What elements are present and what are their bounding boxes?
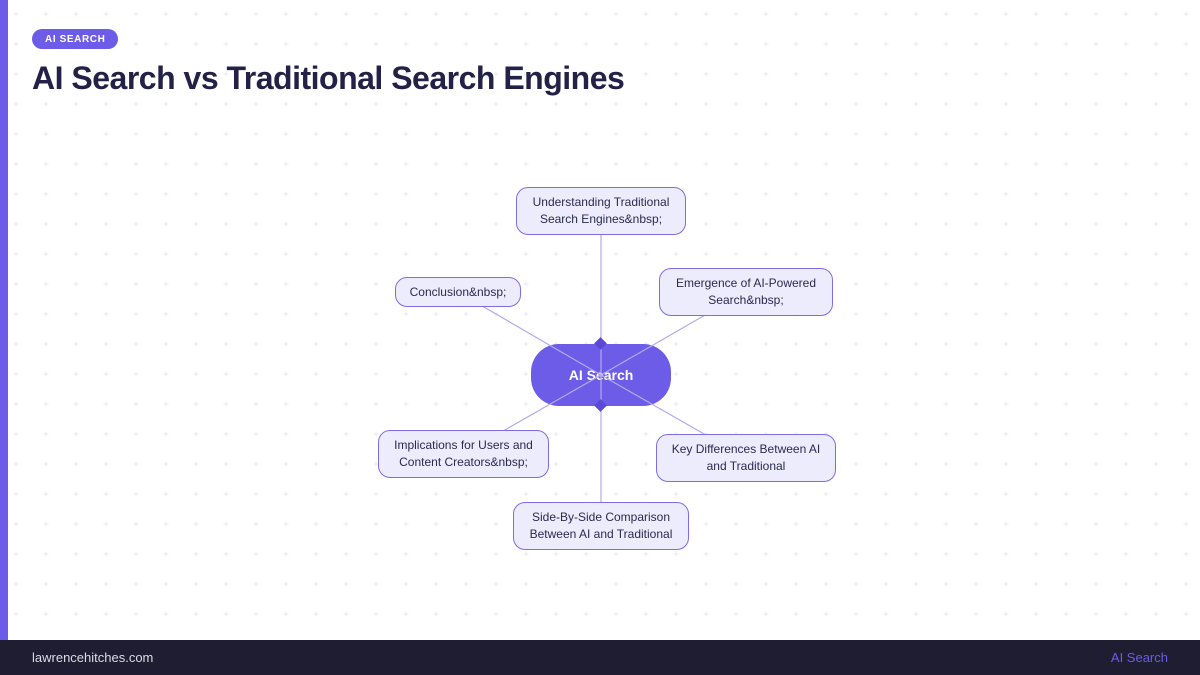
page-title: AI Search vs Traditional Search Engines <box>32 60 625 96</box>
footer: lawrencehitches.com AI Search <box>0 640 1200 675</box>
footer-site-text: lawrencehitches.com <box>32 650 154 665</box>
mindmap-center-node[interactable]: AI Search <box>531 344 671 406</box>
mindmap-center-label: AI Search <box>568 367 634 383</box>
mindmap-node-side-by-side-comparison[interactable]: Side-By-Side Comparison Between AI and T… <box>513 502 689 550</box>
footer-brand-link[interactable]: AI Search <box>1110 650 1168 665</box>
left-accent-bar <box>0 0 8 640</box>
category-badge: AI SEARCH <box>32 29 119 49</box>
mindmap-node-key-differences[interactable]: Key Differences Between AI and Tradition… <box>656 434 836 482</box>
mindmap-node-understanding-traditional[interactable]: Understanding Traditional Search Engines… <box>516 187 686 235</box>
mindmap-node-implications-users-creators[interactable]: Implications for Users and Content Creat… <box>378 430 549 478</box>
page-header: AI SEARCH AI Search vs Traditional Searc… <box>32 29 625 96</box>
mindmap-node-conclusion[interactable]: Conclusion&nbsp; <box>395 277 521 307</box>
mindmap-node-emergence-ai-powered[interactable]: Emergence of AI-Powered Search&nbsp; <box>659 268 833 316</box>
